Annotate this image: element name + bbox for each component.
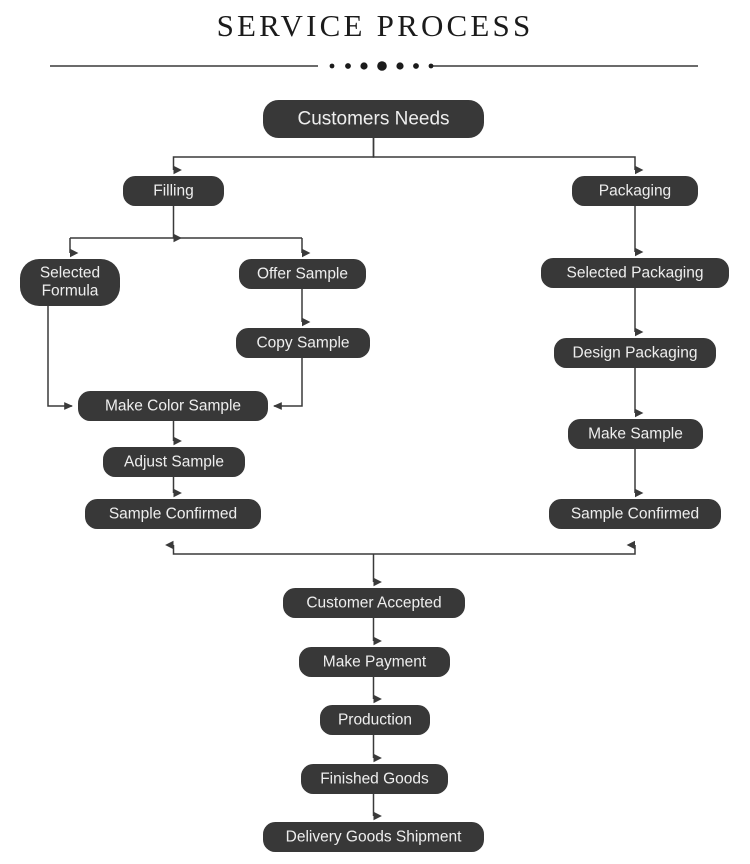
node-label: Delivery Goods Shipment (286, 829, 462, 846)
node-shape (78, 391, 268, 421)
flow-node-packaging[interactable]: Packaging (572, 176, 698, 206)
node-label: Customer Accepted (306, 595, 441, 612)
node-shape (263, 822, 484, 852)
node-shape (549, 499, 721, 529)
node-shape (20, 259, 120, 306)
node-shape (239, 259, 366, 289)
flow-node-customer_accepted[interactable]: Customer Accepted (283, 588, 465, 618)
divider-dot-6 (428, 63, 434, 69)
node-label: Finished Goods (320, 771, 429, 788)
node-shape (236, 328, 370, 358)
node-label: Adjust Sample (124, 454, 224, 471)
node-label: Copy Sample (256, 335, 349, 352)
node-label: Customers Needs (297, 109, 449, 130)
flow-edges (47, 138, 644, 821)
flow-node-customers_needs[interactable]: Customers Needs (263, 100, 484, 138)
flow-node-sample_confirmed_r[interactable]: Sample Confirmed (549, 499, 721, 529)
flow-edge-selected_formula-to-make_color_sample (47, 306, 73, 410)
flow-node-filling[interactable]: Filling (123, 176, 224, 206)
node-label: Sample Confirmed (571, 506, 699, 523)
node-label: Make Color Sample (105, 398, 241, 415)
divider-dot-4 (396, 62, 404, 70)
flow-node-selected_packaging[interactable]: Selected Packaging (541, 258, 729, 288)
node-label: Production (338, 712, 412, 729)
node-label: Filling (153, 183, 193, 200)
flow-node-make_color_sample[interactable]: Make Color Sample (78, 391, 268, 421)
node-label: Selected Packaging (566, 265, 703, 282)
flow-node-design_packaging[interactable]: Design Packaging (554, 338, 716, 368)
divider-dot-0 (329, 63, 335, 69)
flow-node-copy_sample[interactable]: Copy Sample (236, 328, 370, 358)
flow-node-make_sample[interactable]: Make Sample (568, 419, 703, 449)
node-shape (568, 419, 703, 449)
flow-node-finished_goods[interactable]: Finished Goods (301, 764, 448, 794)
node-label: Make Sample (588, 426, 683, 443)
flow-node-offer_sample[interactable]: Offer Sample (239, 259, 366, 289)
divider-dot-5 (413, 63, 419, 69)
node-shape (299, 647, 450, 677)
node-label: Packaging (599, 183, 671, 200)
ornamental-divider (50, 61, 698, 71)
node-shape (554, 338, 716, 368)
divider-dot-2 (360, 62, 368, 70)
flow-edge-copy_sample-to-make_color_sample (273, 358, 303, 410)
flow-node-production[interactable]: Production (320, 705, 430, 735)
node-shape (123, 176, 224, 206)
flow-edge-customers_needs-to-packaging (372, 138, 644, 175)
flow-node-delivery_goods[interactable]: Delivery Goods Shipment (263, 822, 484, 852)
node-shape (85, 499, 261, 529)
divider-dot-1 (345, 63, 351, 69)
divider-dot-3 (377, 61, 387, 71)
node-shape (301, 764, 448, 794)
flow-node-sample_confirmed_l[interactable]: Sample Confirmed (85, 499, 261, 529)
node-shape (103, 447, 245, 477)
node-label: Offer Sample (257, 266, 348, 283)
node-label: Make Payment (323, 654, 427, 671)
node-shape (572, 176, 698, 206)
page-title: SERVICE PROCESS (216, 8, 534, 43)
flow-edge-customers_needs-to-filling (172, 138, 375, 175)
node-shape (263, 100, 484, 138)
flow-node-adjust_sample[interactable]: Adjust Sample (103, 447, 245, 477)
node-shape (320, 705, 430, 735)
node-shape (283, 588, 465, 618)
flow-edge-merge-to-customer_accepted (165, 540, 636, 555)
node-label: Sample Confirmed (109, 506, 237, 523)
node-label: Design Packaging (573, 345, 698, 362)
node-shape (541, 258, 729, 288)
divider-dots (329, 61, 434, 71)
flow-node-make_payment[interactable]: Make Payment (299, 647, 450, 677)
